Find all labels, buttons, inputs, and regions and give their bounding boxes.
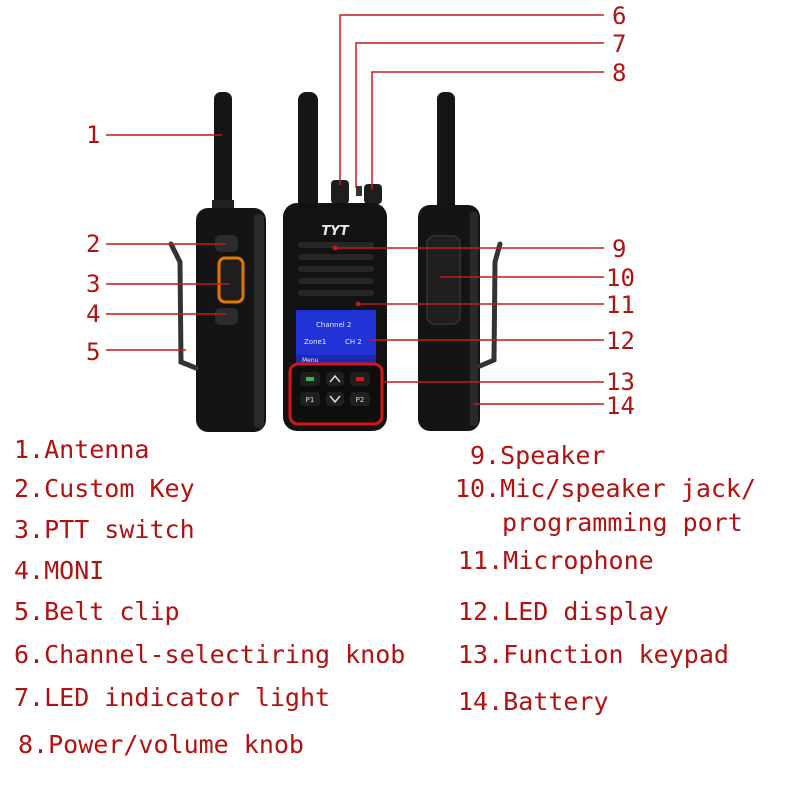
key-p2-label: P2 [356,396,365,404]
callout-9: 9 [612,235,626,263]
moni-key [215,308,238,325]
callout-2: 2 [86,230,100,258]
key-p1-label: P1 [306,396,315,404]
leader-dots [332,245,361,307]
callout-11: 11 [606,291,635,319]
legend-channel-knob: 6.Channel-selectiring knob [14,640,406,669]
callout-14: 14 [606,392,635,420]
belt-clip-left [168,241,199,371]
legend-function-keypad: 13.Function keypad [458,640,729,669]
ptt-switch [217,256,245,304]
leader-lines [106,14,604,405]
antenna-right [437,92,455,212]
channel-knob [331,180,349,204]
legend-microphone: 11.Microphone [458,546,654,575]
legend-programming-port: programming port [502,508,743,537]
key-down [326,392,344,406]
accessory-jack-cover [426,235,461,325]
radio-front-view: TYT Channel 2 Zone1 CH 2 Menu P1 P2 [283,92,387,431]
custom-key [215,235,238,252]
legend-led-display: 12.LED display [458,597,669,626]
screen-footer: Menu [302,357,319,364]
key-p1 [300,392,320,406]
belt-clip-right [477,241,503,369]
callout-4: 4 [86,300,100,328]
legend-mic-speaker-jack: 10.Mic/speaker jack/ [455,474,757,503]
power-volume-knob [364,184,382,204]
legend-belt-clip: 5.Belt clip [14,597,180,626]
callout-3: 3 [86,270,100,298]
speaker-grille [298,242,374,296]
screen-line1: Channel 2 [316,321,351,329]
callout-6: 6 [612,2,626,30]
callout-1: 1 [86,121,100,149]
radio-side-view-left [168,92,266,432]
legend-speaker: 9.Speaker [470,441,606,470]
callout-12: 12 [606,327,635,355]
antenna-left [214,92,232,222]
screen-line3: CH 2 [345,338,362,346]
legend-ptt-switch: 3.PTT switch [14,515,195,544]
radio-side-view-right [418,92,503,431]
callout-10: 10 [606,264,635,292]
callout-8: 8 [612,59,626,87]
key-p2 [350,392,370,406]
callout-5: 5 [86,338,100,366]
callout-7: 7 [612,30,626,58]
screen-line2: Zone1 [304,338,326,346]
legend-power-volume-knob: 8.Power/volume knob [18,730,304,759]
legend-antenna: 1.Antenna [14,435,150,464]
legend-moni: 4.MONI [14,556,105,585]
legend-battery: 14.Battery [458,687,609,716]
callout-numbers: 1 2 3 4 5 6 7 8 9 10 11 12 13 14 [86,2,635,420]
key-up [326,372,344,386]
led-indicator [356,186,362,196]
antenna-front [298,92,318,212]
brand-logo: TYT [321,224,349,239]
legend-led-indicator: 7.LED indicator light [14,683,331,712]
legend-custom-key: 2.Custom Key [14,474,195,503]
callout-13: 13 [606,368,635,396]
